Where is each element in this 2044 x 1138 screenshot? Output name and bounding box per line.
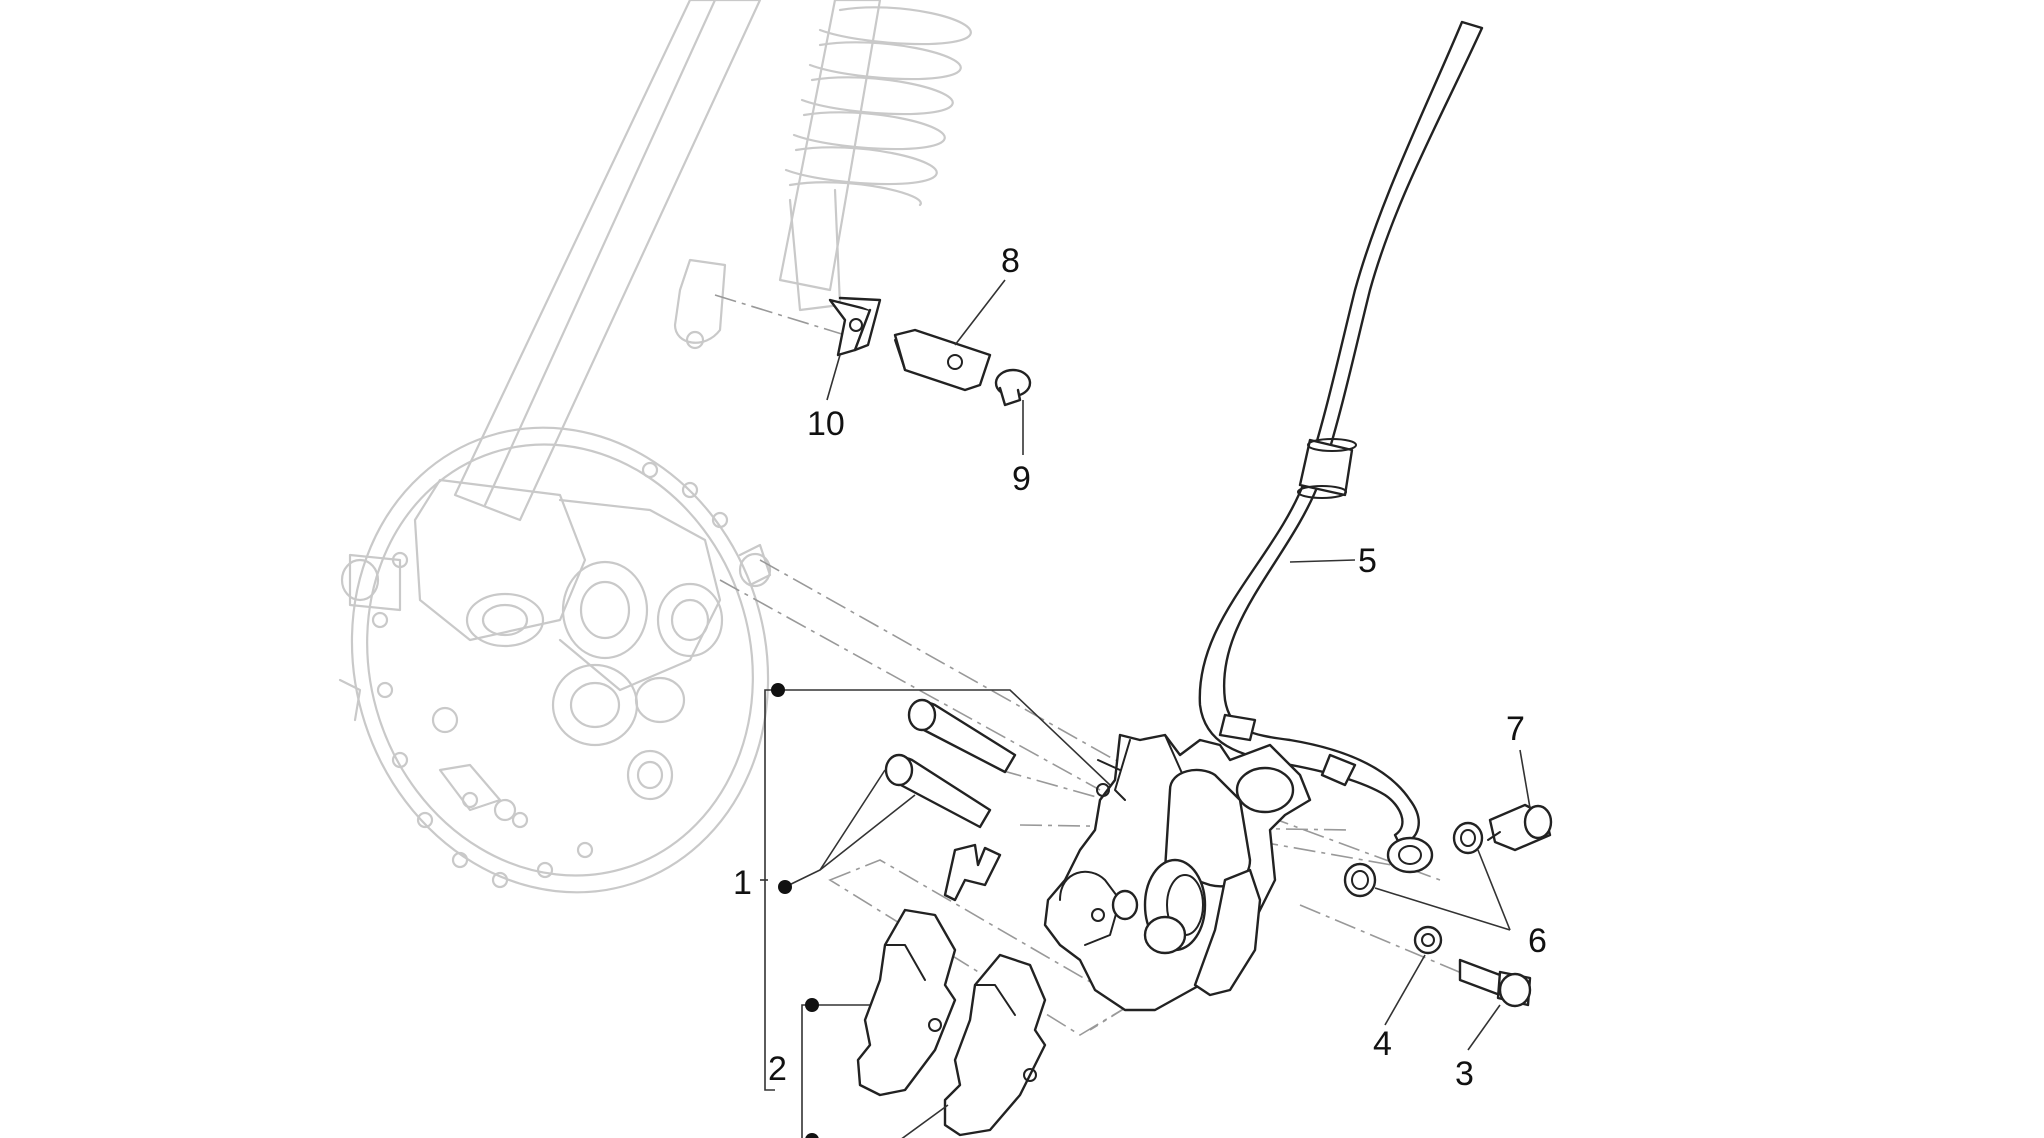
brake-pad-inner xyxy=(856,908,957,1097)
leader-lines xyxy=(760,279,1531,1138)
disc-holes-ghost xyxy=(371,461,729,889)
callout-labels: 1 2 3 4 5 6 7 8 9 10 xyxy=(733,242,1547,1093)
brake-pad-outer xyxy=(943,953,1047,1137)
callout-10: 10 xyxy=(807,405,845,443)
callout-1: 1 xyxy=(733,864,752,902)
part-4-washer xyxy=(1413,925,1443,955)
callout-6: 6 xyxy=(1528,922,1547,960)
fork-assembly-ghost xyxy=(338,0,972,894)
part-7-banjo-bolt xyxy=(1487,803,1553,852)
brake-disc-ghost xyxy=(350,426,770,894)
part-8-bracket xyxy=(893,328,992,392)
pad-spring-clip xyxy=(943,843,1002,902)
callout-7: 7 xyxy=(1506,710,1525,748)
callout-4: 4 xyxy=(1373,1025,1392,1063)
caliper-pins xyxy=(884,698,1017,829)
callout-5: 5 xyxy=(1358,542,1377,580)
brake-caliper xyxy=(1043,733,1312,1012)
part-6-washers xyxy=(1343,821,1484,898)
part-10-clamp xyxy=(828,296,882,357)
spring-coils-ghost xyxy=(784,6,972,207)
hub-ghost xyxy=(338,478,772,822)
part-3-screw xyxy=(1458,958,1532,1008)
callout-2: 2 xyxy=(768,1050,787,1088)
part-5-brake-hose xyxy=(1198,20,1484,874)
callout-8: 8 xyxy=(1001,242,1020,280)
callout-9: 9 xyxy=(1012,460,1031,498)
hose-clip-assembly xyxy=(828,296,1032,407)
callout-3: 3 xyxy=(1455,1055,1474,1093)
reference-dots xyxy=(771,683,819,1138)
part-9-screw xyxy=(994,368,1032,407)
